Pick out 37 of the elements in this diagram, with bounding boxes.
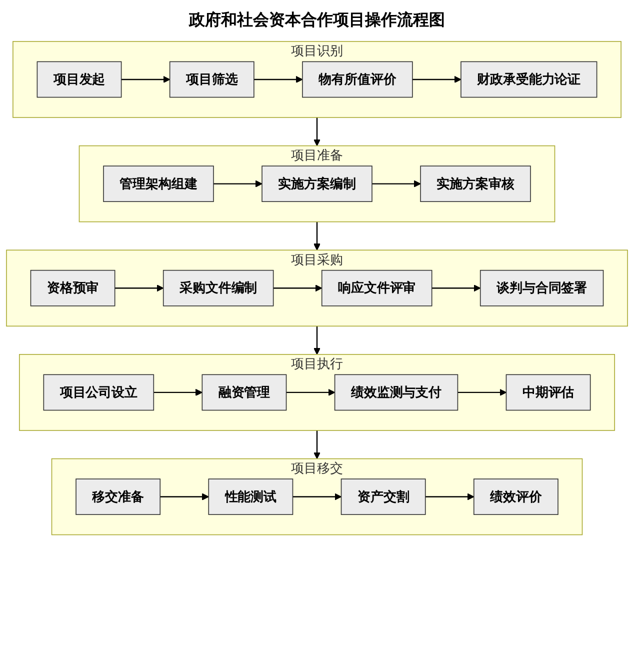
node-box: 融资管理	[202, 374, 287, 411]
node-box: 资产交割	[340, 478, 426, 515]
node-box: 谈判与合同签署	[480, 270, 604, 306]
arrow	[458, 388, 507, 396]
node-box: 实施方案编制	[262, 166, 372, 202]
arrow	[286, 388, 336, 396]
node-box: 项目公司设立	[43, 374, 154, 411]
arrow	[254, 76, 303, 84]
node-box: 移交准备	[76, 478, 161, 515]
arrow	[160, 493, 209, 500]
node-box: 响应文件评审	[321, 270, 432, 306]
arrow	[372, 180, 421, 188]
node-box: 绩效评价	[473, 478, 558, 515]
arrow	[432, 284, 481, 292]
arrow	[273, 284, 322, 292]
node-box: 项目发起	[36, 61, 122, 98]
arrow	[313, 430, 321, 460]
node-box: 绩效监测与支付	[334, 374, 458, 411]
diagram-title: 政府和社会资本合作项目操作流程图	[188, 10, 446, 31]
node-box: 管理架构组建	[103, 166, 214, 202]
arrow	[313, 222, 321, 250]
arrow	[313, 326, 321, 355]
node-box: 中期评估	[506, 374, 591, 411]
node-box: 财政承受能力论证	[460, 61, 598, 98]
arrow	[114, 284, 164, 292]
arrow	[214, 180, 262, 188]
node-box: 资格预审	[30, 270, 116, 306]
node-box: 项目筛选	[169, 61, 254, 98]
arrow	[425, 493, 474, 500]
node-box: 实施方案审核	[420, 166, 531, 202]
arrow	[121, 76, 170, 84]
arrow	[154, 388, 202, 396]
node-box: 物有所值评价	[302, 61, 413, 98]
arrow	[292, 493, 342, 500]
arrow	[313, 117, 321, 146]
arrow	[412, 76, 462, 84]
node-box: 采购文件编制	[162, 270, 274, 306]
